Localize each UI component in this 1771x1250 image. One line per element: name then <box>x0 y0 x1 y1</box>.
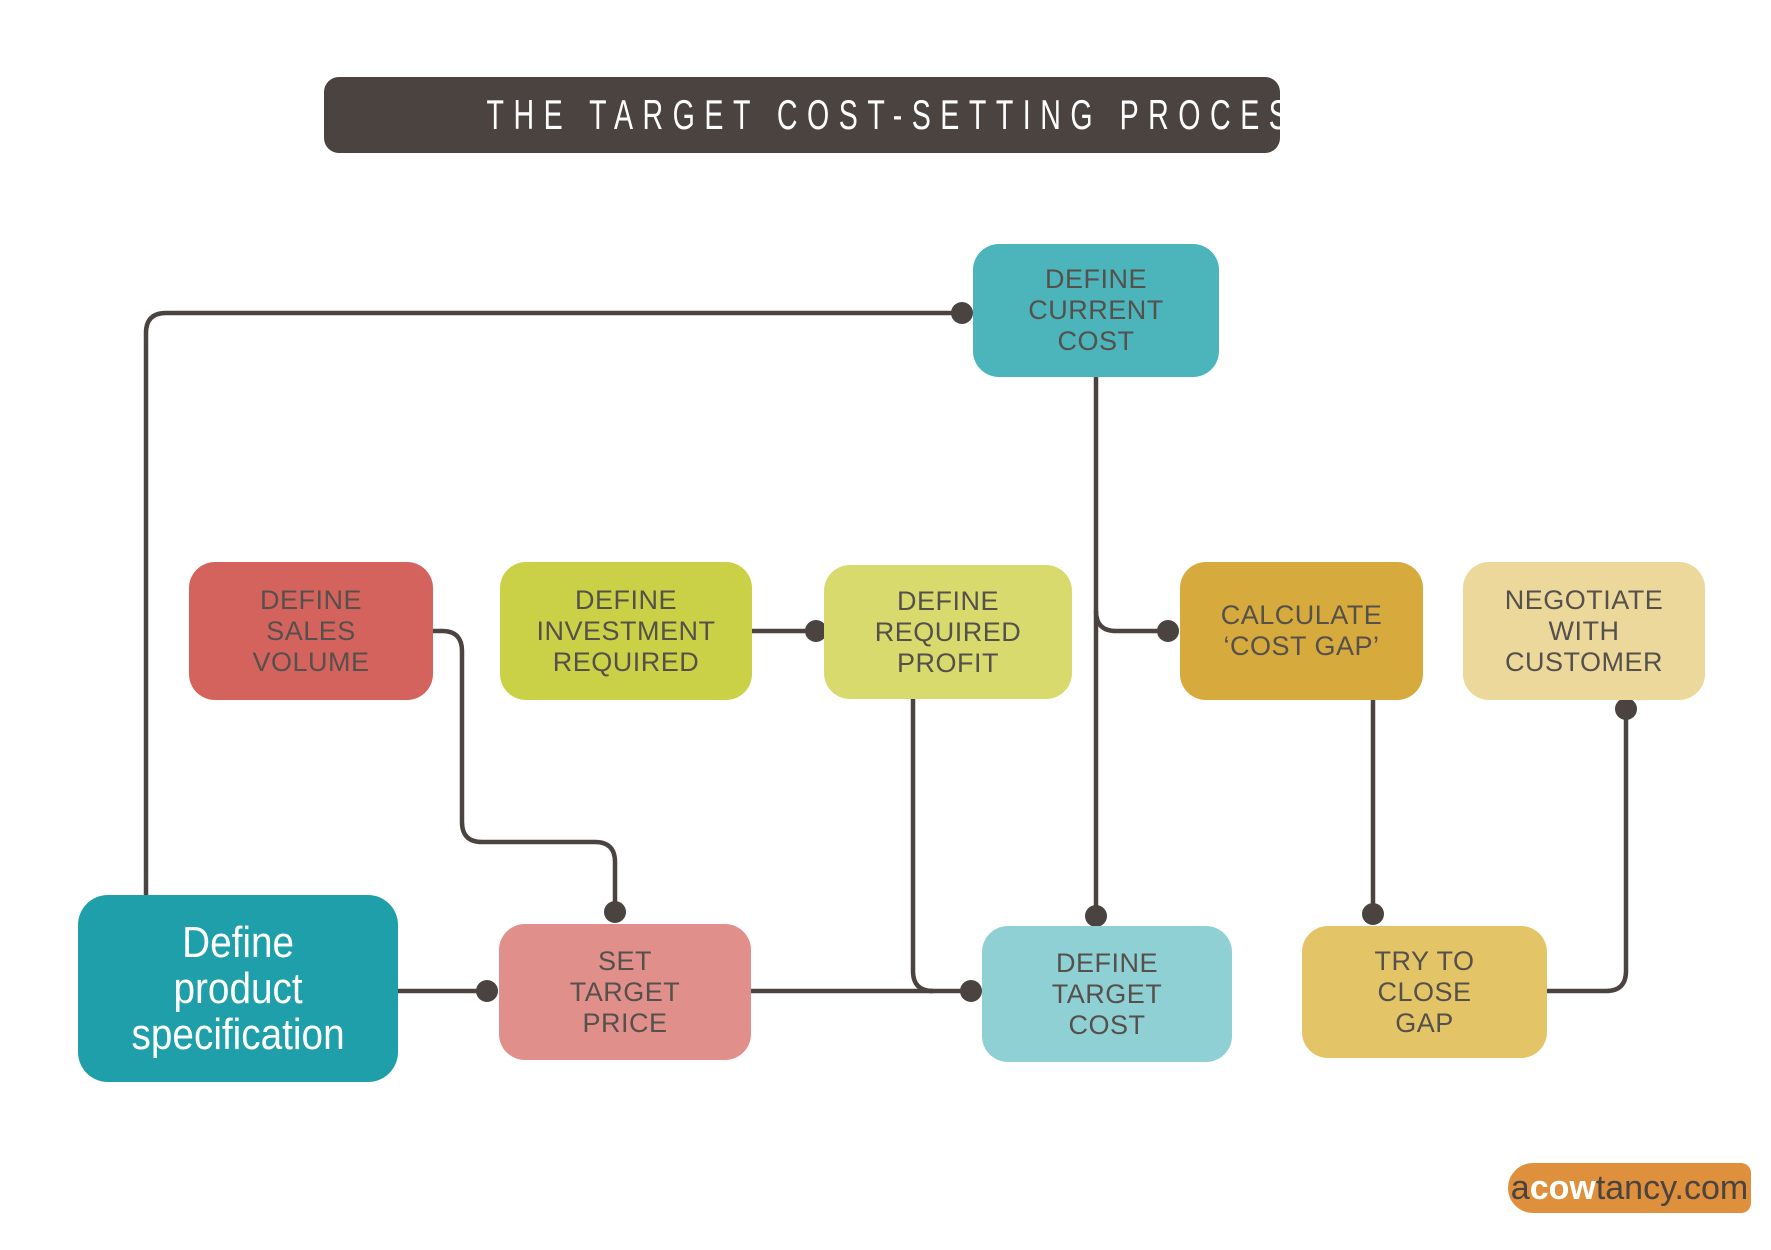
acowtancy-logo-text: acowtancy.com <box>1511 1171 1748 1205</box>
node-label-define-sales-volume: DEFINE SALES VOLUME <box>252 584 370 677</box>
acowtancy-logo: acowtancy.com <box>1508 1163 1751 1213</box>
node-negotiate-with-customer: NEGOTIATE WITH CUSTOMER <box>1463 562 1705 700</box>
node-label-set-target-price: SET TARGET PRICE <box>569 945 681 1038</box>
junction-dot-profit-left <box>805 620 827 642</box>
node-define-product-specification: Define product specification <box>78 895 398 1082</box>
logo-brand: cow <box>1529 1169 1596 1207</box>
node-set-target-price: SET TARGET PRICE <box>499 924 751 1060</box>
junction-dot-targetcost-top <box>1085 905 1107 927</box>
node-label-try-to-close-gap: TRY TO CLOSE GAP <box>1374 945 1475 1038</box>
node-try-to-close-gap: TRY TO CLOSE GAP <box>1302 926 1547 1058</box>
junction-dot-targetprice-left <box>476 980 498 1002</box>
node-calculate-cost-gap: CALCULATE ‘COST GAP’ <box>1180 562 1423 700</box>
connector-productspec-currentcost <box>143 310 953 897</box>
junction-dot-tryclose-top <box>1362 903 1384 925</box>
junction-dot-negotiate-bottom <box>1615 698 1637 720</box>
connector-currentcost-costgap <box>1093 610 1158 634</box>
diagram-title: THE TARGET COST-SETTING PROCESS <box>486 91 1326 138</box>
node-define-current-cost: DEFINE CURRENT COST <box>973 244 1219 377</box>
connector-profit-targetcost <box>910 699 934 994</box>
node-label-define-product-specification: Define product specification <box>131 917 345 1059</box>
junction-dot-currentcost <box>951 302 973 324</box>
junction-dot-targetcost-left <box>960 980 982 1002</box>
node-label-negotiate-with-customer: NEGOTIATE WITH CUSTOMER <box>1504 584 1664 677</box>
connector-tryclose-negotiate <box>1547 719 1629 994</box>
junction-dot-costgap-left <box>1157 620 1179 642</box>
junction-dot-targetprice-top <box>604 901 626 923</box>
node-define-sales-volume: DEFINE SALES VOLUME <box>189 562 433 700</box>
node-label-define-investment-required: DEFINE INVESTMENT REQUIRED <box>536 584 716 677</box>
node-define-required-profit: DEFINE REQUIRED PROFIT <box>824 565 1072 699</box>
node-label-define-required-profit: DEFINE REQUIRED PROFIT <box>874 585 1022 678</box>
title-bar: THE TARGET COST-SETTING PROCESS <box>324 77 1326 153</box>
connector-salesvolume-targetprice <box>433 628 618 902</box>
node-define-investment-required: DEFINE INVESTMENT REQUIRED <box>500 562 752 700</box>
node-label-define-current-cost: DEFINE CURRENT COST <box>1028 264 1164 356</box>
node-label-calculate-cost-gap: CALCULATE ‘COST GAP’ <box>1220 600 1383 661</box>
node-label-define-target-cost: DEFINE TARGET COST <box>1051 947 1163 1040</box>
logo-suffix: tancy.com <box>1595 1169 1749 1207</box>
logo-prefix: a <box>1510 1169 1530 1207</box>
node-define-target-cost: DEFINE TARGET COST <box>982 926 1232 1062</box>
